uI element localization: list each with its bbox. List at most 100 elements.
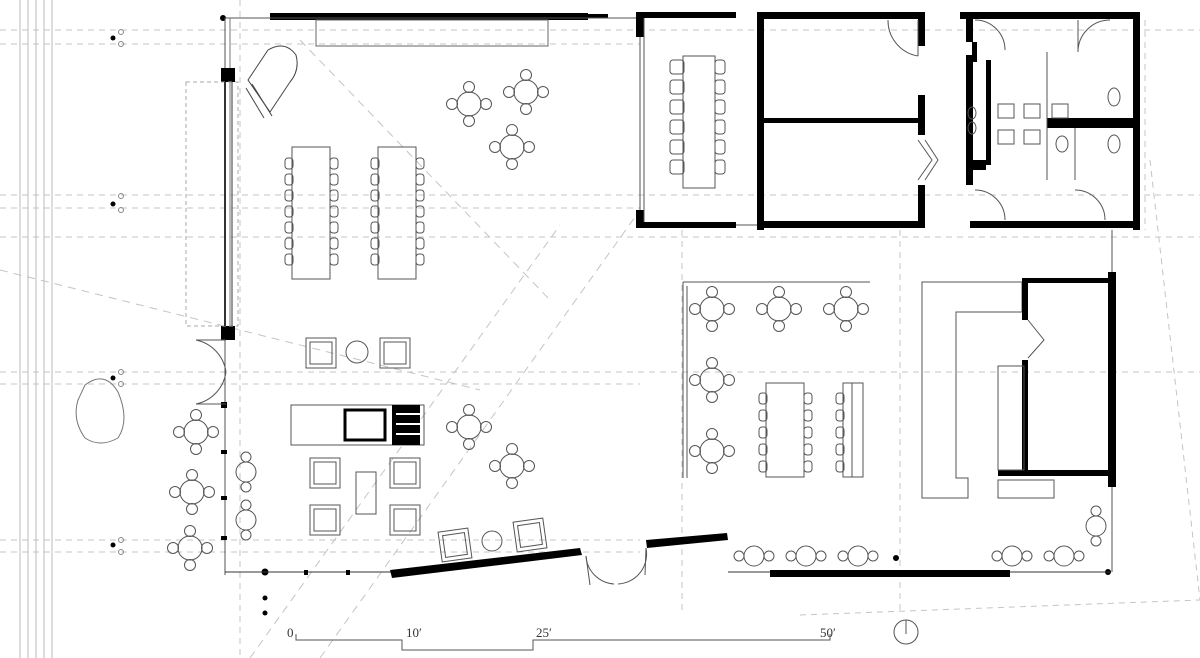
sofa-seat-1 [305,337,337,369]
communal-table-2 [377,146,417,280]
two-seat-table-1 [235,451,257,493]
round-table-7 [446,404,492,450]
chair-cafe-right-1 [803,392,813,405]
kitchen-bar [921,230,1116,572]
round-table-4 [173,409,219,455]
chair-cafe-left-3 [758,426,768,439]
two-seat-table-6 [991,545,1033,567]
grand-piano [245,45,298,119]
chair-conf-right-1 [714,59,726,75]
two-seat-table-7 [1043,545,1085,567]
chair-cafe-bar-3 [835,426,845,439]
chair-conf-right-6 [714,159,726,175]
chair-t2-left-4 [370,205,380,218]
scale-bar [295,634,831,651]
chair-t2-left-1 [370,157,380,170]
chair-t1-right-5 [329,221,339,234]
chair-t1-left-6 [284,237,294,250]
small-tables [235,451,1107,567]
round-table-1 [446,81,492,127]
scale-label-50: 50′ [820,625,836,640]
chair-t1-left-3 [284,189,294,202]
sofa-seat-2 [379,337,411,369]
column-markers [110,15,1111,616]
chair-cafe-bar-5 [835,460,845,473]
chair-t1-left-7 [284,253,294,266]
main-hall [185,13,1110,578]
chair-conf-left-1 [669,59,685,75]
round-table-11 [823,286,869,332]
chair-t2-left-5 [370,221,380,234]
chair-t1-right-4 [329,205,339,218]
chair-cafe-right-2 [803,409,813,422]
round-table-5 [169,469,215,515]
chair-conf-left-5 [669,139,685,155]
round-table-9 [689,286,735,332]
two-seat-table-5 [837,545,879,567]
chair-t2-right-5 [415,221,425,234]
lounge-seating [309,457,548,563]
chair-t2-right-2 [415,173,425,186]
communal-table-1 [291,146,331,280]
chair-cafe-left-5 [758,460,768,473]
chair-t1-right-1 [329,157,339,170]
fireplace-bar [290,404,425,446]
landscape-boulder [75,378,125,444]
scale-label-0: 0 [287,625,294,640]
chair-cafe-left-4 [758,443,768,456]
chair-conf-right-2 [714,79,726,95]
chair-t1-left-1 [284,157,294,170]
chair-conf-left-6 [669,159,685,175]
chair-t2-right-4 [415,205,425,218]
table-chairs [284,59,845,473]
chair-conf-left-4 [669,119,685,135]
chair-cafe-left-1 [758,392,768,405]
chair-t1-left-5 [284,221,294,234]
chair-t2-left-6 [370,237,380,250]
offices [757,12,925,230]
chair-t2-right-7 [415,253,425,266]
two-seat-table-2 [235,499,257,541]
cafe-area [682,281,870,478]
scale-label-25: 25′ [536,625,552,640]
chair-cafe-bar-1 [835,392,845,405]
chair-cafe-bar-4 [835,443,845,456]
chair-cafe-right-5 [803,460,813,473]
chair-t1-right-2 [329,173,339,186]
restroom-fixtures [967,19,1121,221]
side-table [345,340,369,364]
two-seat-table-3 [733,545,775,567]
chair-t1-right-3 [329,189,339,202]
round-table-3 [489,124,535,170]
chair-t1-right-7 [329,253,339,266]
chair-t2-right-1 [415,157,425,170]
round-table-6 [167,525,213,571]
entry-door-left [195,339,227,405]
chair-cafe-right-4 [803,443,813,456]
site-boundary-lines [19,0,53,658]
chair-conf-right-4 [714,119,726,135]
chair-conf-right-5 [714,139,726,155]
column-markers-open [118,29,124,555]
chair-t1-right-6 [329,237,339,250]
round-table-10 [756,286,802,332]
chair-t2-left-2 [370,173,380,186]
chair-t1-left-2 [284,173,294,186]
round-table-13 [689,428,735,474]
entry-door-bottom [585,547,648,586]
chair-t1-left-4 [284,205,294,218]
chair-t2-right-6 [415,237,425,250]
chair-cafe-right-3 [803,426,813,439]
restrooms [960,12,1140,230]
chair-conf-left-2 [669,79,685,95]
chair-cafe-bar-2 [835,409,845,422]
chair-cafe-left-2 [758,409,768,422]
two-seat-table-4 [785,545,827,567]
chair-t2-right-3 [415,189,425,202]
north-arrow-icon [893,619,919,645]
round-table-2 [503,69,549,115]
scale-label-10: 10′ [406,625,422,640]
chair-t2-left-3 [370,189,380,202]
